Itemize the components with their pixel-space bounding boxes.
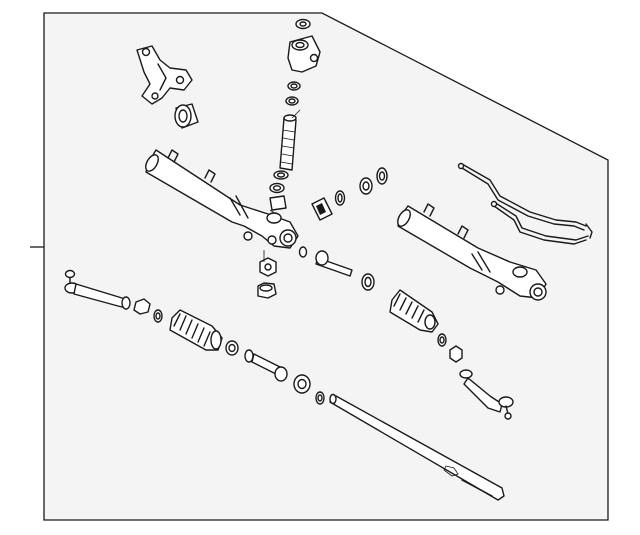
tie-rod-end-left [64,269,131,310]
left-nut-washer [133,298,163,323]
boot-right [389,289,463,363]
boot-left [169,309,239,356]
rack-bar [329,393,505,501]
steering-rack-housing [145,149,299,249]
rack-bushing [174,103,199,129]
pinion-seals [285,81,301,106]
inner-tie-rod-right [298,246,375,291]
tie-rod-end-right [459,369,514,420]
center-bushing [311,167,388,221]
assembly-leader-lines [263,109,301,262]
pressure-lines [457,162,593,245]
rack-housing-replacement [397,203,547,301]
pinion-cap [287,18,321,73]
mounting-bracket [136,45,193,105]
pinion-valve-shaft [269,114,297,211]
inner-tie-rod-left [244,349,325,405]
housing-nuts [257,257,277,299]
